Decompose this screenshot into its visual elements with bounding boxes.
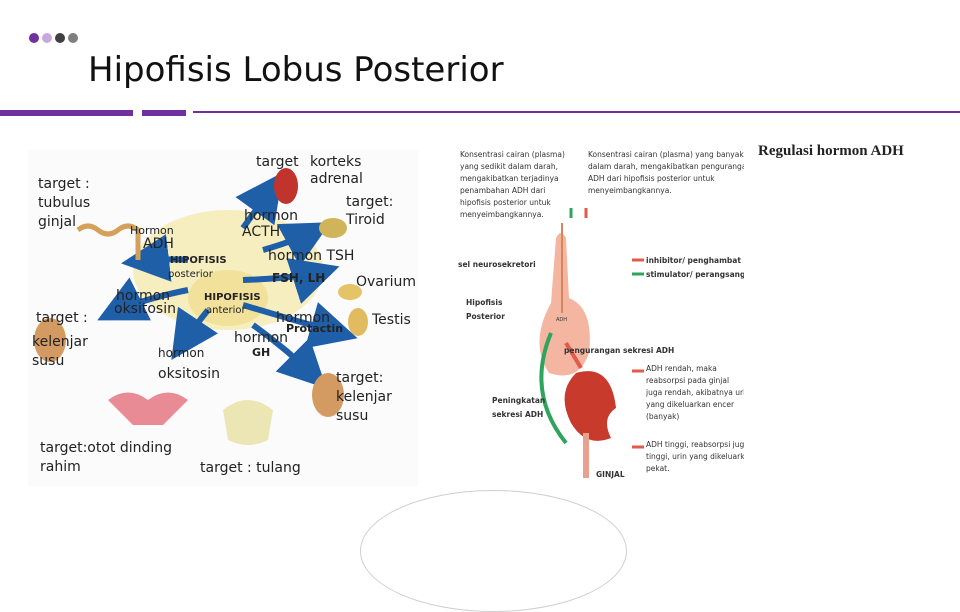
adh-low-3: juga rendah, akibatnya urin <box>645 388 744 397</box>
testis-shape <box>348 308 368 336</box>
adh-diagram-svg: Konsentrasi cairan (plasma) yang sedikit… <box>458 150 754 479</box>
label-hormon-oksitosin-2: hormon <box>158 346 204 360</box>
label-tiroid: Tiroid <box>345 212 385 228</box>
legend-inhibitor: inhibitor/ penghambat <box>646 256 741 265</box>
label-adh: ADH <box>143 236 174 252</box>
title-underline-segment-2 <box>142 110 186 116</box>
left-desc-2: yang sedikit dalam darah, <box>460 162 558 171</box>
label-hormon-adh: Hormon <box>130 224 174 237</box>
dot-1 <box>29 33 39 43</box>
label-gh: GH <box>252 346 270 359</box>
label-hormon-tsh: hormon TSH <box>268 248 354 264</box>
legend-stimulator: stimulator/ perangsang <box>646 270 744 279</box>
dot-4 <box>68 33 78 43</box>
adh-low-5: (banyak) <box>646 412 679 421</box>
label-ovarium: Ovarium <box>356 274 416 290</box>
label-sel-neurosekretori: sel neurosekretori <box>458 260 536 269</box>
left-desc-1: Konsentrasi cairan (plasma) <box>460 150 565 159</box>
adrenal-shape <box>274 168 298 204</box>
label-target-kelenjar-1: target : <box>36 310 88 326</box>
label-testis: Testis <box>371 312 411 328</box>
uterus-shape <box>108 392 188 425</box>
right-desc-3: ADH dari hipofisis posterior untuk <box>588 174 715 183</box>
label-adh-small: ADH <box>556 317 567 323</box>
label-posterior-right: Posterior <box>466 312 505 321</box>
label-target-tiroid: target: <box>346 194 393 210</box>
adh-high-1: ADH tinggi, reabsorpsi juga <box>646 440 744 449</box>
pelvis-shape <box>223 400 273 445</box>
breast-shape-right <box>312 373 344 417</box>
label-hormon-gh: hormon <box>234 330 288 346</box>
slide-title: Hipofisis Lobus Posterior <box>88 50 504 90</box>
label-peningkatan-1: Peningkatan <box>492 396 545 405</box>
title-underline-segment-1 <box>0 110 133 116</box>
label-kelenjar-2: kelenjar <box>336 389 392 405</box>
kidney-shape <box>564 371 616 441</box>
label-hormon-acth: hormon <box>244 208 298 224</box>
left-desc-6: menyeimbangkannya. <box>460 210 544 219</box>
label-fsh-lh: FSH, LH <box>272 271 325 285</box>
label-posterior: posterior <box>168 269 214 280</box>
adh-low-2: reabsorpsi pada ginjal <box>646 376 729 385</box>
label-tubulus: tubulus <box>38 195 90 211</box>
label-pengurangan: pengurangan sekresi ADH <box>564 346 674 355</box>
label-target-tulang: target : tulang <box>200 460 301 476</box>
pituitary-targets-diagram: target korteks adrenal target : tubulus … <box>28 150 418 486</box>
label-hipofisis-anterior: HIPOFISIS <box>204 292 261 303</box>
label-oksitosin-1: oksitosin <box>114 301 176 317</box>
adh-regulation-diagram: Konsentrasi cairan (plasma) yang sedikit… <box>456 143 754 488</box>
label-anterior: anterior <box>206 305 247 316</box>
thyroid-shape <box>319 218 347 238</box>
label-target-tubulus: target : <box>38 176 90 192</box>
adh-high-3: pekat. <box>646 464 670 473</box>
label-adrenal: adrenal <box>310 171 363 187</box>
right-desc-2: dalam darah, mengakibatkan pengurangan <box>588 162 744 171</box>
title-underline-line <box>193 111 960 113</box>
label-korteks: korteks <box>310 154 361 170</box>
adh-regulation-title: Regulasi hormon ADH <box>758 143 904 159</box>
label-hormon-prolaktin: hormon <box>276 310 330 326</box>
dot-3 <box>55 33 65 43</box>
left-desc-3: mengakibatkan terjadinya <box>460 174 559 183</box>
label-hipofisis: Hipofisis <box>466 298 503 307</box>
red-arrow-down <box>564 341 583 370</box>
pituitary-diagram-svg: target korteks adrenal target : tubulus … <box>32 154 416 476</box>
label-susu-1: susu <box>32 353 64 369</box>
label-susu-2: susu <box>336 408 368 424</box>
right-desc-1: Konsentrasi cairan (plasma) yang banyak <box>588 150 744 159</box>
kidney-tubule-shape <box>76 223 141 260</box>
breast-shape-left <box>34 318 66 362</box>
label-oksitosin-2: oksitosin <box>158 366 220 382</box>
label-target-korteks: target <box>256 154 299 170</box>
ovary-shape <box>338 284 362 300</box>
left-desc-5: hipofisis posterior untuk <box>460 198 551 207</box>
label-prolaktin: Protactin <box>286 322 343 335</box>
label-hormon-oksitosin-1: hormon <box>116 288 170 304</box>
dot-2 <box>42 33 52 43</box>
label-peningkatan-2: sekresi ADH <box>492 410 543 419</box>
label-target-kelenjar-2: target: <box>336 370 383 386</box>
label-rahim: rahim <box>40 459 81 475</box>
label-kelenjar-1: kelenjar <box>32 334 88 350</box>
adh-low-4: yang dikeluarkan encer <box>646 400 735 409</box>
label-target-otot: target:otot dinding <box>40 440 172 456</box>
left-desc-4: penambahan ADH dari <box>460 186 545 195</box>
label-ginjal-right: GINJAL <box>596 470 625 479</box>
label-ginjal: ginjal <box>38 214 76 230</box>
decorative-dots <box>29 33 78 43</box>
right-desc-4: menyeimbangkannya. <box>588 186 672 195</box>
adh-high-2: tinggi, urin yang dikeluarkan <box>646 452 744 461</box>
adh-low-1: ADH rendah, maka <box>646 364 717 373</box>
label-acth: ACTH <box>242 224 280 240</box>
pituitary-shape <box>539 233 590 376</box>
green-arrow-down <box>539 332 568 445</box>
hormone-arrows <box>97 172 358 389</box>
label-hipofisis-posterior: HIPOFISIS <box>170 255 227 266</box>
decorative-arc <box>360 490 627 612</box>
